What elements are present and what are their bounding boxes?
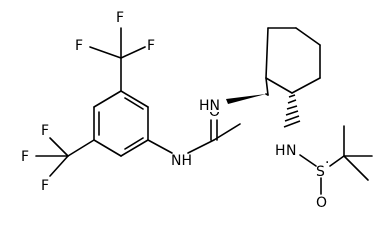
stereo-hash-bond: [283, 94, 301, 128]
ring-to-hn-bond: [265, 93, 269, 96]
sulfur-lone-pair-dot: ·: [325, 155, 329, 171]
cyclohexane-bond-7: [265, 77, 269, 96]
chemical-structure: F F F F F F NH O HN: [21, 10, 373, 211]
aryl-double-1: [124, 97, 144, 110]
cyclohexane-bond-5: [265, 77, 293, 94]
aryl-double-2: [124, 137, 144, 150]
aryl-bond-1: [120, 90, 149, 108]
cyclohexane-bond-4: [291, 77, 321, 94]
aryl-to-nh-bond: [147, 139, 173, 154]
aryl-bond-4: [93, 139, 122, 157]
fluorine-label: F: [41, 178, 49, 194]
cf3-top-bond-f2: [89, 46, 122, 59]
tert-butyl-group: [343, 125, 373, 181]
sulfinyl-group: S · O: [299, 154, 345, 211]
nh-to-carbonyl-bond: [187, 139, 215, 154]
cf3-bottom-bond-f2: [49, 137, 69, 157]
sulfinamide-n-label: N: [286, 143, 296, 159]
s-to-tbu-bond: [329, 155, 345, 167]
fluorine-label: F: [75, 38, 83, 54]
n-to-s-bond: [299, 154, 317, 167]
cf3-top: F F F: [75, 10, 155, 92]
cf3-top-bond-f3: [120, 46, 146, 59]
stereo-wedge-bond: [226, 94, 266, 104]
urea-nh-label: NH: [171, 153, 192, 169]
fluorine-label: F: [21, 149, 29, 165]
aryl-bond-3: [120, 139, 149, 157]
sulfur-label: S: [316, 164, 325, 180]
cyclohexane-bond-2: [295, 27, 321, 46]
aryl-ring: [93, 90, 149, 157]
cf3-bottom-attach-bond: [67, 139, 95, 157]
fluorine-label: F: [147, 38, 155, 54]
cf3-bottom: F F F: [21, 123, 95, 194]
fluorine-label: F: [116, 10, 124, 26]
urea-linker: NH O HN: [147, 98, 241, 169]
tbu-methyl-bond-3: [343, 155, 369, 181]
fluorine-label: F: [41, 123, 49, 139]
aryl-bond-6: [93, 90, 122, 108]
amine-hn-label: HN: [199, 98, 220, 114]
cf3-bottom-bond-f3: [49, 155, 69, 177]
sulfinamide-h-label: H: [275, 143, 286, 159]
cyclohexane-ring: [265, 27, 321, 96]
carbonyl-to-hn-bond: [213, 123, 241, 141]
sulfinyl-oxygen-label: O: [316, 195, 327, 211]
cyclohexane-bond-6: [265, 27, 269, 79]
